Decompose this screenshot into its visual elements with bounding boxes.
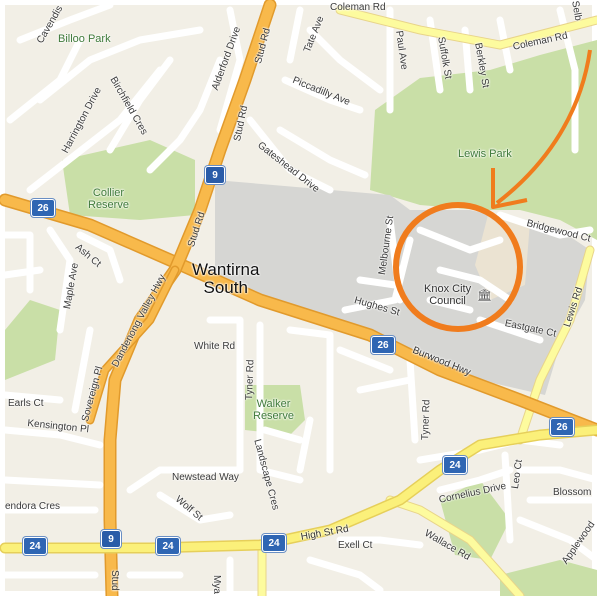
road-label-stud-bottom: Stud (109, 570, 120, 591)
annotation-overlay (393, 49, 592, 332)
park-area-west (5, 300, 60, 380)
route-shield-9-north: 9 (205, 166, 225, 184)
route-shield-24-center: 24 (262, 534, 286, 552)
park-label-walker: Walker Reserve (253, 398, 294, 422)
road-label-tyner-1: Tyner Rd (244, 359, 257, 401)
park-label-billoo: Billoo Park (58, 33, 111, 45)
road-label-newstead: Newstead Way (172, 472, 239, 483)
park-label-collier: Collier Reserve (88, 187, 129, 211)
route-shield-24-mid: 24 (156, 537, 180, 555)
route-shield-24-east: 24 (443, 456, 467, 474)
place-label-wantirna-south: Wantirna South (192, 260, 260, 297)
road-label-blossom: Blossom (553, 487, 592, 498)
highlight-circle (393, 202, 523, 332)
park-label-lewis: Lewis Park (458, 148, 512, 160)
road-label-tyner-2: Tyner Rd (420, 399, 433, 441)
road-label-endora: endora Cres (5, 501, 61, 512)
road-label-coleman-top: Coleman Rd (330, 2, 386, 13)
route-shield-26-east: 26 (550, 418, 574, 436)
route-shield-24-west: 24 (23, 537, 47, 555)
lewis-park-area (370, 40, 597, 240)
government-building-icon: 🏛 (477, 288, 493, 302)
park-area-south (500, 560, 597, 596)
route-shield-26-center: 26 (371, 336, 395, 354)
route-shield-9-south: 9 (101, 530, 121, 548)
annotation-arrow-head (491, 168, 528, 209)
road-label-white: White Rd (194, 341, 236, 352)
road-label-exell: Exell Ct (338, 540, 373, 551)
route-shield-26-west: 26 (31, 199, 55, 217)
annotation-arrow-shaft (495, 49, 592, 205)
road-label-earls: Earls Ct (8, 398, 44, 409)
park-area-southeast (440, 480, 510, 560)
poi-label-knox-city-council[interactable]: Knox City Council (424, 283, 472, 307)
road-label-mya: Mya (211, 575, 222, 594)
